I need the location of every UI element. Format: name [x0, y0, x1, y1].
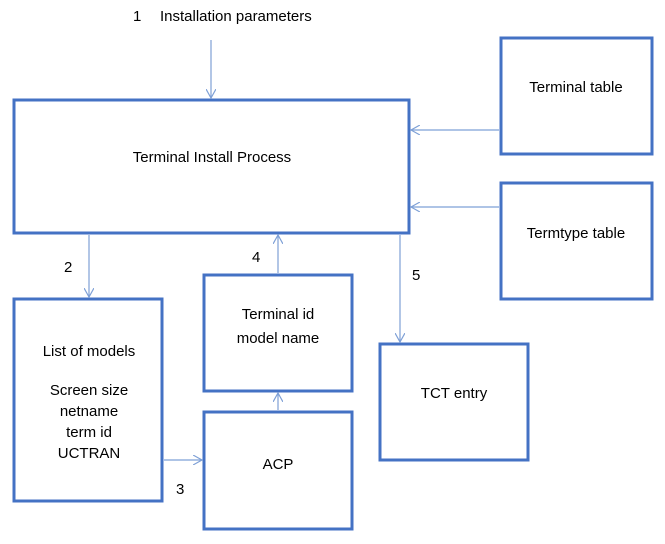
- terminal-id-label: Terminal id: [242, 306, 315, 323]
- models-item: term id: [66, 424, 112, 441]
- list-of-models-box: [12, 297, 164, 503]
- terminal-id-box: [202, 273, 354, 393]
- model-name-label: model name: [237, 330, 320, 347]
- termtype-table-box: [499, 181, 654, 301]
- models-item: UCTRAN: [58, 445, 121, 462]
- termtype-table-label: Termtype table: [527, 225, 625, 242]
- models-title: List of models: [43, 343, 136, 360]
- acp-box: [202, 410, 354, 531]
- process-label: Terminal Install Process: [133, 149, 291, 166]
- edge-label-2: 2: [64, 259, 72, 276]
- models-item: netname: [60, 403, 118, 420]
- tct-entry-label: TCT entry: [421, 385, 488, 402]
- edge-label-3: 3: [176, 481, 184, 498]
- terminal-install-process-box: [12, 98, 411, 235]
- terminal-table-label: Terminal table: [529, 79, 622, 96]
- tct-entry-box: [378, 342, 530, 462]
- models-item: Screen size: [50, 382, 128, 399]
- edge-label-4: 4: [252, 249, 260, 266]
- installation-parameters-label: Installation parameters: [160, 8, 312, 25]
- edge-label-5: 5: [412, 267, 420, 284]
- terminal-table-box: [499, 36, 654, 156]
- edge-label-1: 1: [133, 8, 141, 25]
- acp-label: ACP: [263, 456, 294, 473]
